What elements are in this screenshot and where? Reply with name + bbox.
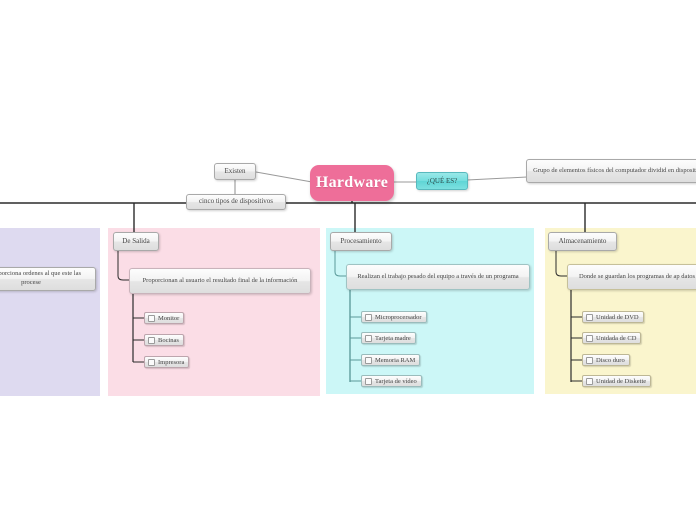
node-que-es-label: ¿QUÉ ES? <box>426 177 458 185</box>
branch-almacenamiento-title-label: Almacenamiento <box>558 236 607 245</box>
branch-salida-description[interactable]: Proporcionan al usuario el resultado fin… <box>129 268 311 294</box>
list-item[interactable]: Tarjeta de vídeo <box>361 375 422 387</box>
list-item-label: Unidad de DVD <box>596 313 639 321</box>
branch-almacenamiento-title[interactable]: Almacenamiento <box>548 232 617 251</box>
branch-salida-title-label: De Salida <box>122 236 150 245</box>
list-item[interactable]: Unidad de Diskette <box>582 375 652 387</box>
list-item-label: Unidada de CD <box>596 334 637 342</box>
branch-entrada-description[interactable]: rio proporciona ordenes al que este las … <box>0 267 96 291</box>
branch-salida-description-label: Proporcionan al usuario el resultado fin… <box>142 276 298 284</box>
branch-panel-entrada <box>0 228 100 396</box>
branch-panel-procesamiento <box>326 228 534 394</box>
node-que-es[interactable]: ¿QUÉ ES? <box>416 172 468 190</box>
node-que-es-answer-label: Grupo de elementos físicos del computado… <box>533 166 696 174</box>
branch-entrada-description-label: rio proporciona ordenes al que este las … <box>0 270 81 286</box>
list-item-label: Tarjeta de vídeo <box>375 377 417 385</box>
checkbox-icon[interactable] <box>586 313 593 321</box>
branch-procesamiento-title[interactable]: Procesamiento <box>330 232 392 251</box>
list-item[interactable]: Monitor <box>144 312 185 324</box>
branch-almacenamiento-description[interactable]: Donde se guardan los programas de ap dat… <box>567 264 696 290</box>
branch-procesamiento-title-label: Procesamiento <box>340 236 382 245</box>
branch-almacenamiento-description-label: Donde se guardan los programas de ap dat… <box>578 272 696 280</box>
list-item[interactable]: Microprocersador <box>361 311 427 323</box>
list-item-label: Unidad de Diskette <box>596 377 647 385</box>
checkbox-icon[interactable] <box>365 334 372 342</box>
list-item[interactable]: Unidad de DVD <box>582 311 644 323</box>
branch-procesamiento-description[interactable]: Realizan el trabajo pesado del equipo a … <box>346 264 530 290</box>
list-item-label: Impresora <box>158 358 185 366</box>
list-item-label: Microprocersador <box>375 313 422 321</box>
list-item-label: Disco duro <box>596 356 625 364</box>
list-item[interactable]: Impresora <box>144 356 190 368</box>
node-cinco-tipos[interactable]: cinco tipos de dispositivos <box>186 194 286 210</box>
list-item[interactable]: Disco duro <box>582 354 630 366</box>
checkbox-icon[interactable] <box>586 356 593 364</box>
checkbox-icon[interactable] <box>586 377 593 385</box>
node-que-es-answer[interactable]: Grupo de elementos físicos del computado… <box>526 159 696 183</box>
checkbox-icon[interactable] <box>586 334 593 342</box>
branch-procesamiento-description-label: Realizan el trabajo pesado del equipo a … <box>357 272 519 280</box>
branch-panel-salida <box>108 228 320 396</box>
node-existen-label: Existen <box>224 166 246 175</box>
list-item-label: Monitor <box>158 314 180 322</box>
list-item-label: Tarjeta madre <box>375 334 411 342</box>
central-node-label: Hardware <box>315 174 389 191</box>
list-item[interactable]: Tarjeta madre <box>361 332 416 344</box>
list-item[interactable]: Memoria RAM <box>361 354 421 366</box>
checkbox-icon[interactable] <box>148 336 155 344</box>
checkbox-icon[interactable] <box>365 377 372 385</box>
checkbox-icon[interactable] <box>148 314 155 322</box>
node-existen[interactable]: Existen <box>214 163 256 180</box>
checkbox-icon[interactable] <box>148 358 155 366</box>
checkbox-icon[interactable] <box>365 313 372 321</box>
list-item-label: Bocinas <box>158 336 179 344</box>
list-item[interactable]: Unidada de CD <box>582 332 642 344</box>
list-item[interactable]: Bocinas <box>144 334 184 346</box>
checkbox-icon[interactable] <box>365 356 372 364</box>
list-item-label: Memoria RAM <box>375 356 416 364</box>
node-cinco-tipos-label: cinco tipos de dispositivos <box>198 197 274 206</box>
central-node-hardware[interactable]: Hardware <box>310 165 394 201</box>
branch-salida-title[interactable]: De Salida <box>113 232 159 251</box>
